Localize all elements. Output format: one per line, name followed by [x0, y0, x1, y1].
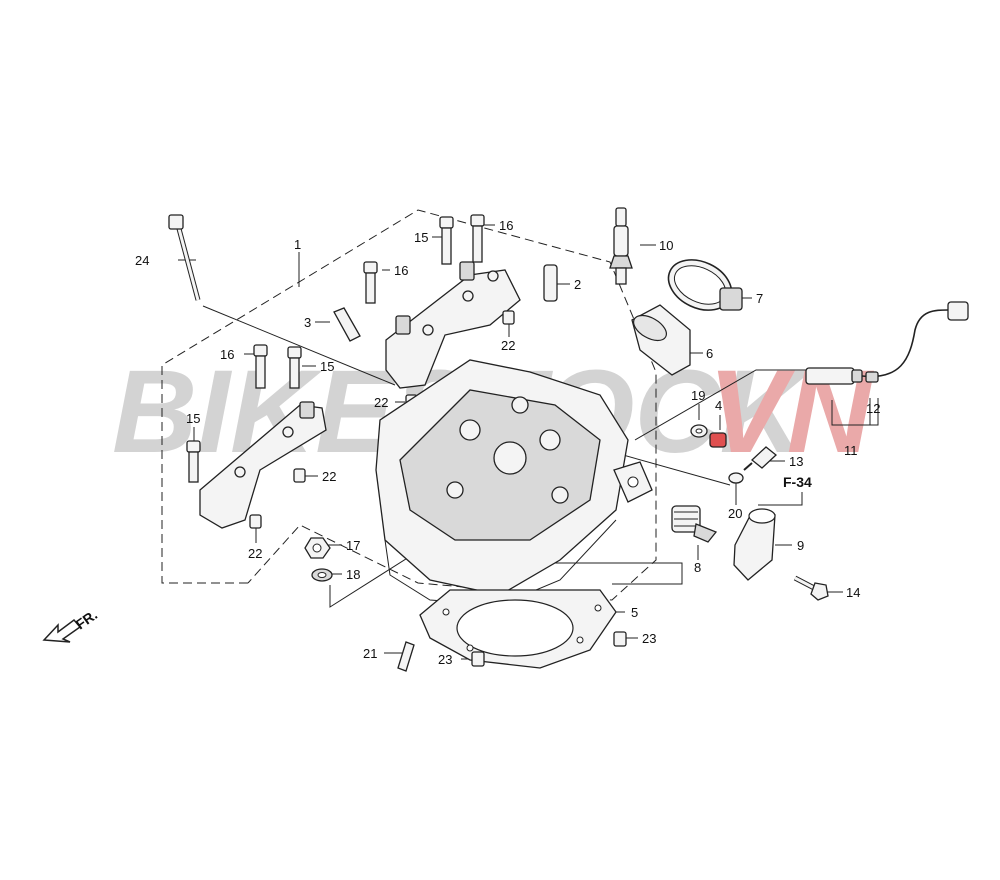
plug-4 [709, 432, 727, 448]
callout-15-mid: 15 [320, 359, 334, 374]
callout-22-c: 22 [322, 469, 336, 484]
clamp-7 [667, 259, 743, 311]
sensor-13 [743, 446, 777, 471]
callout-16-left: 16 [220, 347, 234, 362]
bolt-14 [793, 575, 829, 601]
callout-22-d: 22 [248, 546, 262, 561]
front-direction-arrow: FR. [42, 606, 100, 643]
callout-1: 1 [294, 237, 301, 252]
callout-12: 12 [866, 401, 880, 416]
callout-13: 13 [789, 454, 803, 469]
callout-9: 9 [797, 538, 804, 553]
callout-20: 20 [728, 506, 742, 521]
assembly-outline [161, 209, 657, 601]
bolt-16-left [253, 344, 268, 389]
callout-19: 19 [691, 388, 705, 403]
washer-19 [690, 424, 708, 438]
callout-15-top: 15 [414, 230, 428, 245]
camshaft-holder-right [385, 261, 521, 389]
callout-14: 14 [846, 585, 860, 600]
callout-11: 11 [844, 443, 858, 458]
bolt-16-top-right [470, 214, 485, 263]
callout-22-a: 22 [501, 338, 515, 353]
stud-21 [397, 641, 415, 672]
reference-f34: F-34 [783, 474, 812, 490]
camshaft-holder-left [199, 401, 327, 529]
nut-17 [304, 537, 331, 559]
head-gasket-5 [419, 589, 617, 669]
callout-16-mid: 16 [394, 263, 408, 278]
callout-24: 24 [135, 253, 149, 268]
callout-6: 6 [706, 346, 713, 361]
callout-3: 3 [304, 315, 311, 330]
callout-21: 21 [363, 646, 377, 661]
o2-sensor-11 [805, 301, 969, 385]
callout-15-left: 15 [186, 411, 200, 426]
coolant-flange [613, 461, 653, 503]
callout-23-right: 23 [642, 631, 656, 646]
bolt-15-left [287, 346, 302, 389]
callout-17: 17 [346, 538, 360, 553]
callout-10: 10 [659, 238, 673, 253]
callout-18: 18 [346, 567, 360, 582]
bolt-16-mid [363, 261, 378, 304]
insulator-6 [631, 304, 691, 376]
callout-5: 5 [631, 605, 638, 620]
callout-22-b: 22 [374, 395, 388, 410]
callout-2: 2 [574, 277, 581, 292]
callout-23-left: 23 [438, 652, 452, 667]
dowel-pin-22-c [293, 468, 306, 483]
dowel-23-right [613, 631, 627, 647]
sleeve-3 [333, 307, 361, 342]
spark-plug-10 [609, 207, 633, 285]
thermostat-8 [671, 505, 718, 543]
cylinder-head [375, 359, 629, 606]
callout-16-top: 16 [499, 218, 513, 233]
water-outlet-9 [733, 508, 776, 581]
long-bolt-24 [168, 214, 201, 301]
callout-labels: 1 2 3 4 5 6 7 8 9 10 11 12 13 14 15 15 1… [135, 218, 880, 667]
bolt-15-far-left [186, 440, 201, 483]
bolt-16-top [439, 216, 454, 265]
sleeve-2 [543, 264, 558, 302]
dowel-pin-22-d [249, 514, 262, 529]
washer-20 [728, 472, 744, 484]
callout-4: 4 [715, 398, 722, 413]
callout-7: 7 [756, 291, 763, 306]
callout-8: 8 [694, 560, 701, 575]
washer-18 [311, 568, 333, 582]
dowel-pin-22-a [502, 310, 515, 325]
dowel-23-left [471, 651, 485, 667]
